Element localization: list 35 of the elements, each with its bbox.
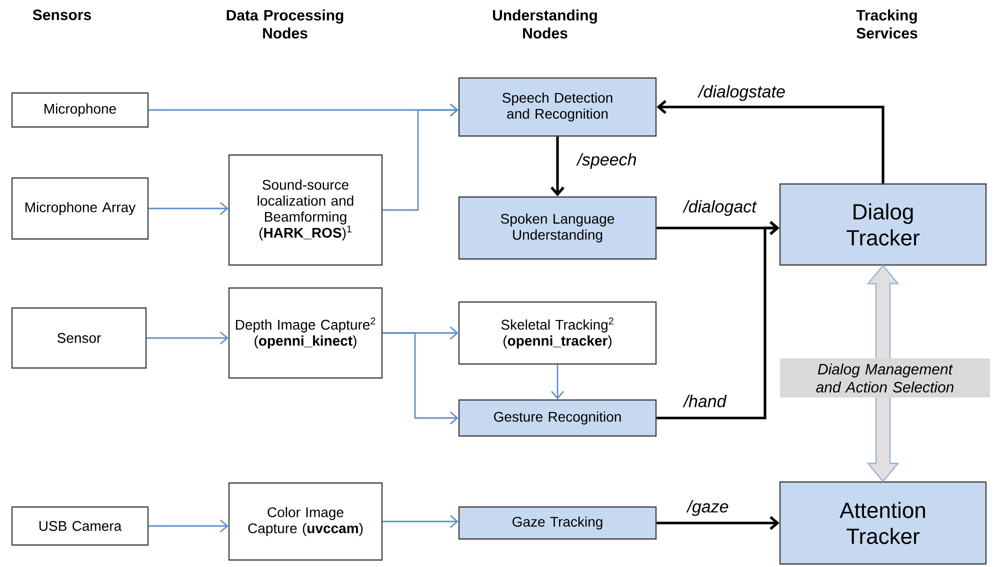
tracker-box: Attention Tracker	[779, 481, 987, 565]
tracker-box: Dialog Tracker	[779, 183, 987, 266]
edge-label: Dialog Management and Action Selection	[780, 358, 990, 398]
arrow	[382, 103, 458, 211]
process-box: Speech Detection and Recognition	[458, 77, 657, 137]
process-box: Microphone Array	[11, 177, 149, 240]
column-header: Data Processing Nodes	[226, 10, 344, 39]
process-box: Sensor	[11, 307, 147, 369]
column-header: Understanding Nodes	[492, 10, 597, 39]
process-box: Gesture Recognition	[458, 399, 657, 437]
process-box: Skeletal Tracking$^{2}$ (openni_tracker)	[458, 301, 657, 365]
edge-label: /speech	[576, 153, 636, 169]
edge-label: /gaze	[686, 500, 728, 516]
process-box: Gaze Tracking	[458, 506, 657, 540]
edge-label: /hand	[682, 394, 727, 408]
process-box: Microphone	[11, 92, 149, 128]
arrow	[550, 136, 564, 196]
process-box: Color Image Capture (uvccam)	[228, 482, 383, 561]
edge-label: /dialogstate	[698, 85, 785, 101]
arrow	[656, 221, 780, 420]
process-box: Sound-source localization and Beamforming (HARK_ROS)$^{1}$	[228, 154, 383, 266]
column-header: Sensors	[32, 10, 91, 20]
arrow	[656, 100, 884, 184]
arrow	[382, 514, 458, 528]
arrow	[656, 516, 780, 530]
process-box: Spoken Language Understanding	[458, 196, 657, 260]
column-header: Tracking Services	[856, 10, 918, 39]
arrow	[148, 202, 228, 216]
arrow	[146, 331, 228, 345]
arrow	[550, 364, 564, 400]
edge-label: /dialogact	[682, 200, 757, 216]
process-box: USB Camera	[11, 506, 149, 546]
process-box: Depth Image Capture$^{2}$ (openni_kinect)	[228, 287, 383, 379]
arrow	[148, 519, 228, 533]
arrow	[382, 332, 458, 425]
